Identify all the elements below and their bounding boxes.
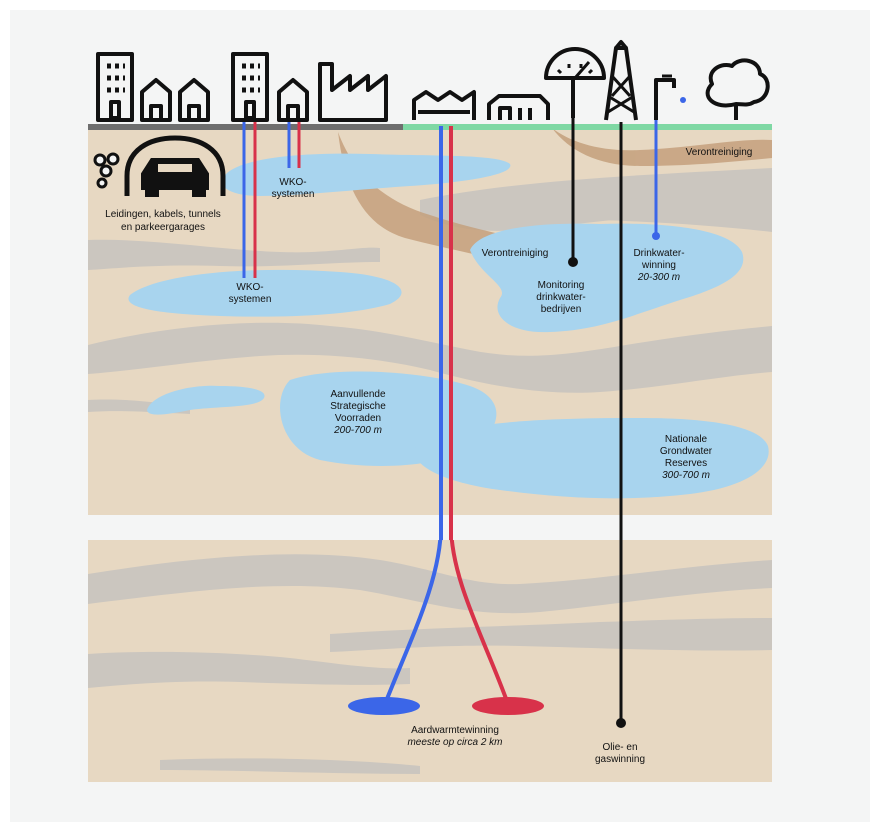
wko-left-label-l2: systemen [229, 294, 272, 305]
cold-reservoir [348, 697, 420, 715]
asv-label-l1: Aanvullende [330, 389, 385, 400]
tunnels-label-l1: Leidingen, kabels, tunnels [105, 209, 221, 220]
warm-reservoir [472, 697, 544, 715]
wko-top-label-l2: systemen [272, 189, 315, 200]
wko-top-label-l1: WKO- [279, 177, 306, 188]
green-surface-line [403, 124, 772, 130]
ngr-label-l3: Reserves [665, 458, 707, 469]
water-drop-icon [680, 97, 686, 103]
depth-break [88, 515, 772, 540]
ngr-label-l1: Nationale [665, 434, 708, 445]
asv-label-l4: 200-700 m [333, 425, 382, 436]
asv-label-l2: Strategische [330, 401, 386, 412]
oil-gas-label-l2: gaswinning [595, 754, 645, 765]
drinking-label-l1: Drinkwater- [633, 248, 684, 259]
oil-gas-well-end [616, 718, 626, 728]
geothermal-label-l1: Aardwarmtewinning [411, 725, 499, 736]
ngr-label-l2: Grondwater [660, 446, 713, 457]
monitoring-label-l1: Monitoring [538, 280, 585, 291]
pollution-top-label: Verontreiniging [686, 147, 753, 158]
monitoring-well-end [568, 257, 578, 267]
geothermal-label-l2: meeste op circa 2 km [407, 737, 502, 748]
tunnels-label-l2: en parkeergarages [121, 222, 205, 233]
drinking-label-l2: winning [641, 260, 676, 271]
monitoring-label-l2: drinkwater- [536, 292, 585, 303]
wko-left-label-l1: WKO- [236, 282, 263, 293]
oil-gas-label-l1: Olie- en [602, 742, 637, 753]
ngr-label-l4: 300-700 m [662, 470, 710, 481]
monitoring-label-l3: bedrijven [541, 304, 582, 315]
asv-label-l3: Voorraden [335, 413, 381, 424]
drinking-water-well-end [652, 232, 660, 240]
pollution-mid-label: Verontreiniging [482, 248, 549, 259]
drinking-label-l3: 20-300 m [637, 272, 680, 283]
